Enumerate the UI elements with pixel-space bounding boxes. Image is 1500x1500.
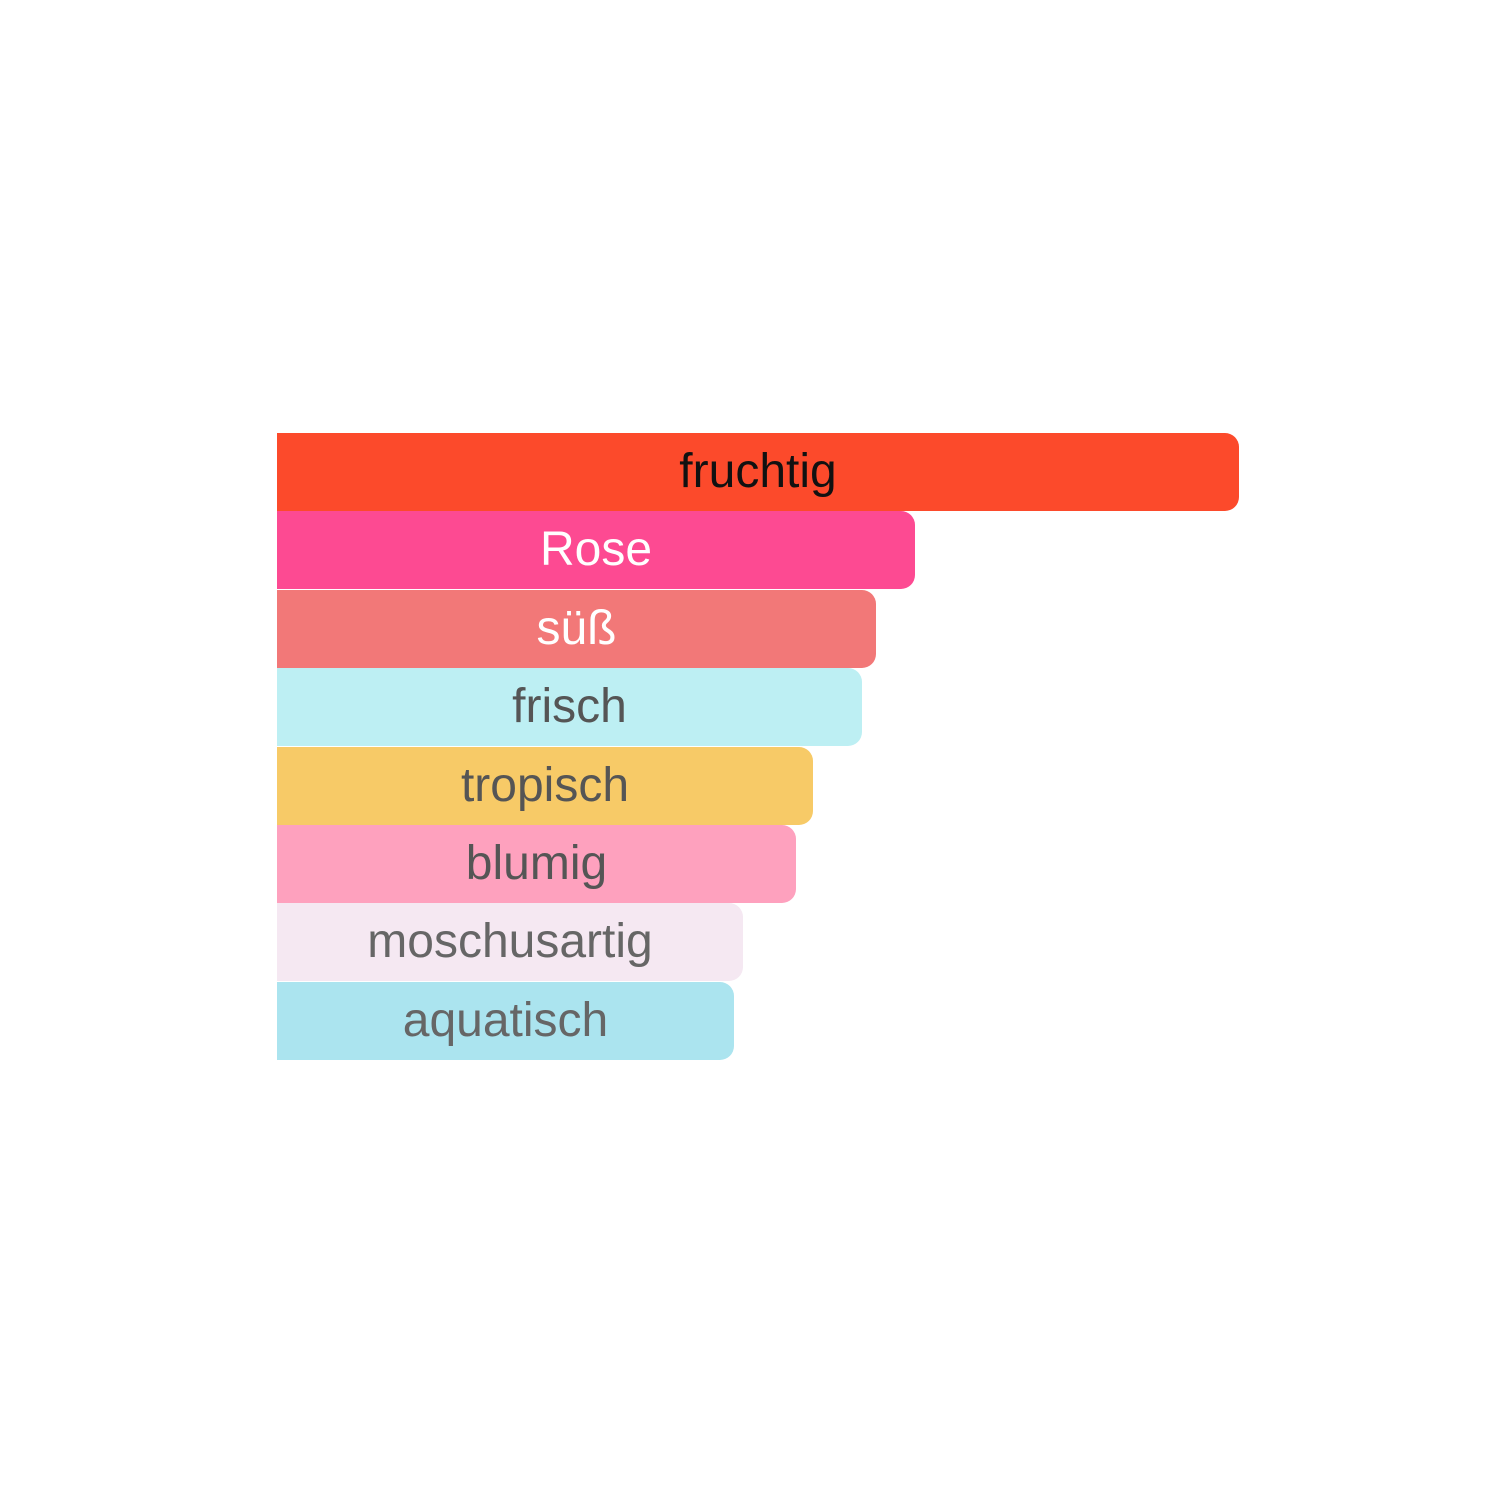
bar-label-7: aquatisch [402,994,609,1047]
bar-0: fruchtig [277,433,1239,511]
bar-4: tropisch [277,747,813,825]
bar-2: süß [277,590,876,668]
bar-label-4: tropisch [460,759,630,812]
bar-label-6: moschusartig [367,915,653,968]
bar-7: aquatisch [277,982,734,1060]
bar-label-3: frisch [512,680,627,733]
bar-label-2: süß [536,602,617,655]
bar-6: moschusartig [277,903,743,981]
bar-1: Rose [277,511,915,589]
bar-5: blumig [277,825,796,903]
bar-label-0: fruchtig [679,445,837,498]
bar-3: frisch [277,668,862,746]
bar-label-5: blumig [465,837,608,890]
bar-label-1: Rose [539,523,653,576]
